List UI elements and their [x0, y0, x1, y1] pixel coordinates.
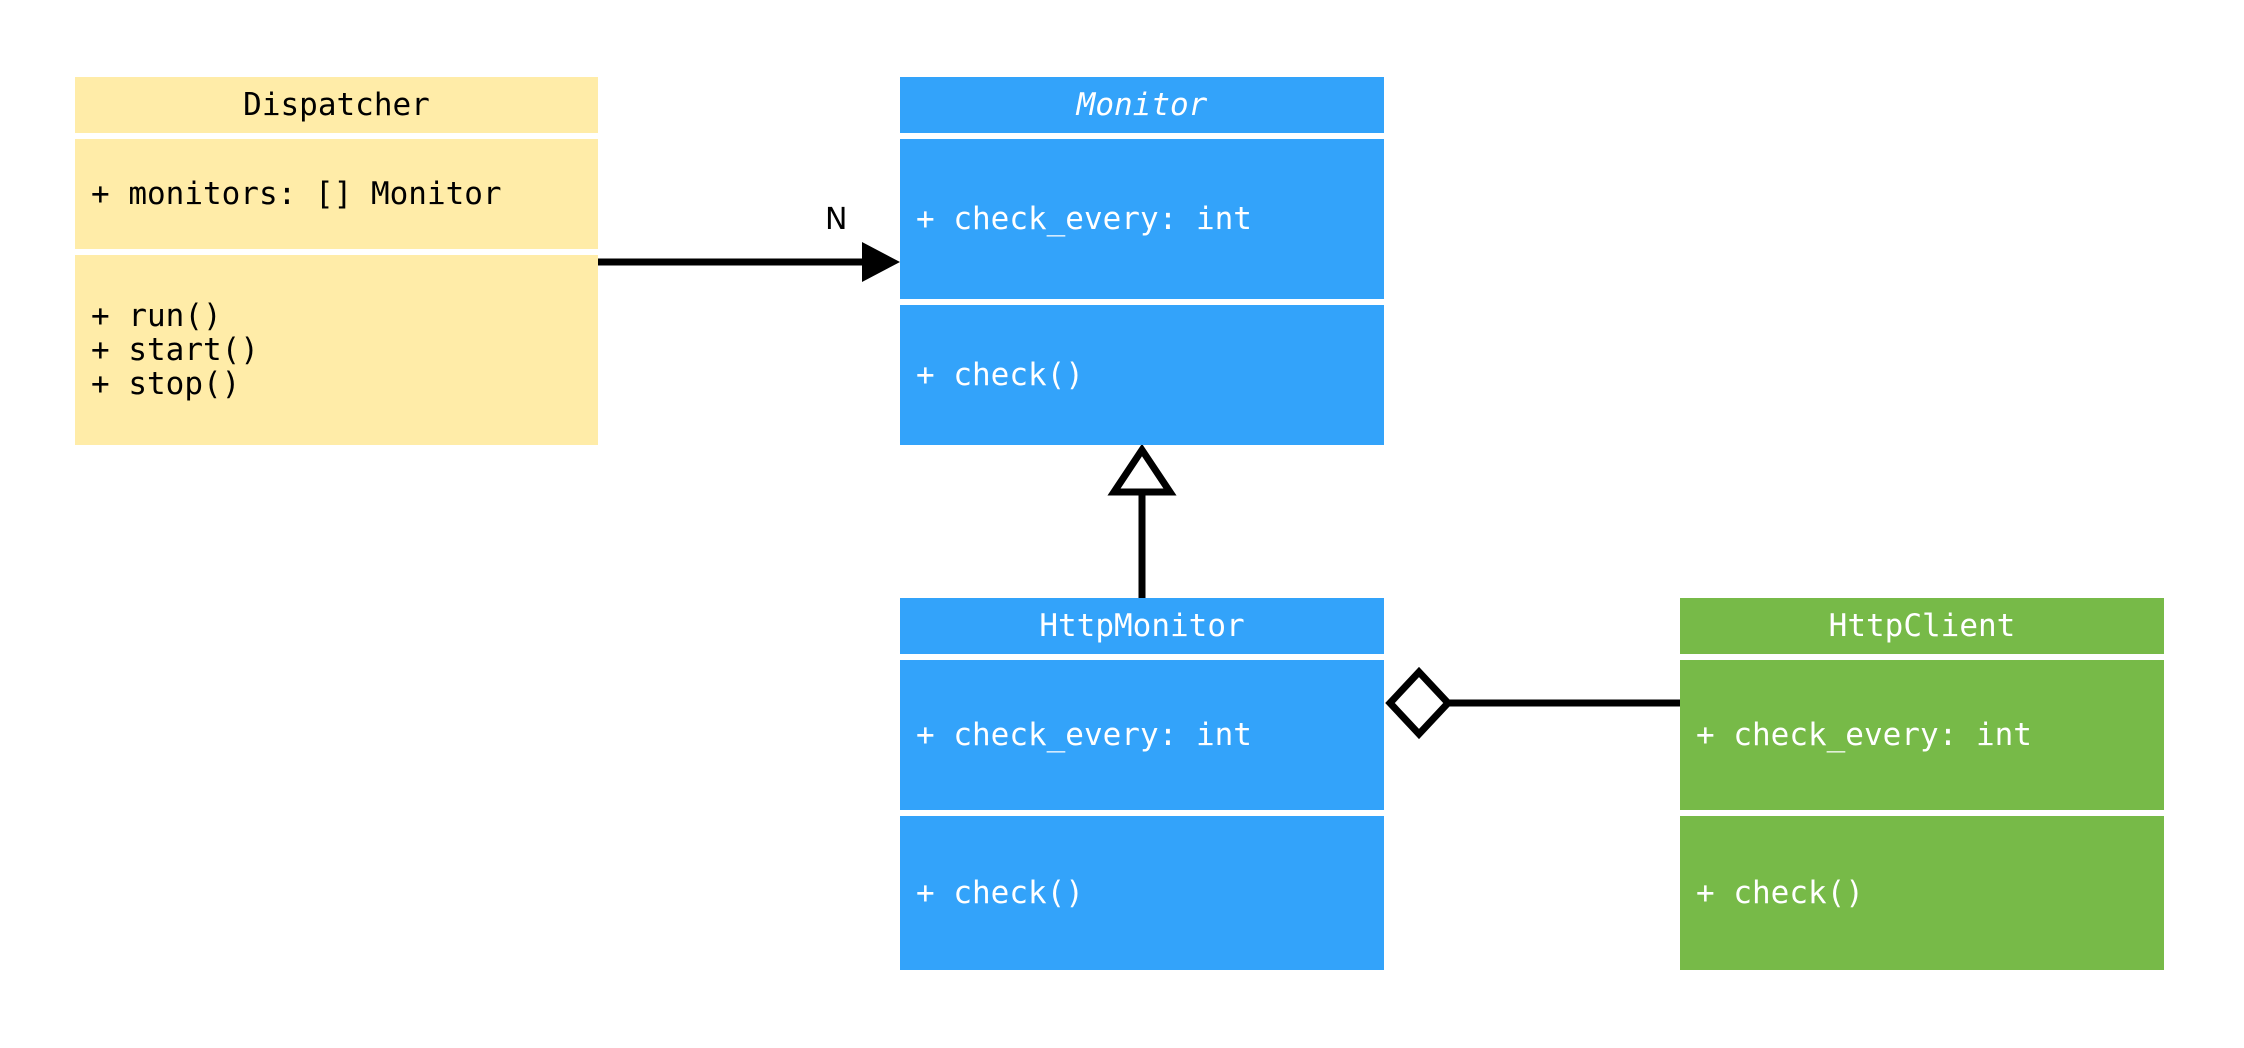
class-header-dispatcher: Dispatcher	[75, 77, 598, 133]
class-methods-httpmonitor: + check()	[900, 816, 1384, 970]
relation-httpmonitor-monitor	[1107, 443, 1177, 598]
method-row: + check()	[1696, 875, 1864, 911]
multiplicity-label-n: N	[825, 202, 848, 237]
attribute-row: + check_every: int	[916, 201, 1252, 237]
compartment-divider	[900, 810, 1384, 816]
method-row: + check()	[916, 357, 1084, 393]
compartment-divider	[75, 249, 598, 255]
class-attributes-dispatcher: + monitors: [] Monitor	[75, 139, 598, 249]
method-row: + check()	[916, 875, 1084, 911]
class-name-monitor: Monitor	[1076, 87, 1208, 123]
class-name-httpclient: HttpClient	[1828, 608, 2016, 644]
compartment-divider	[1680, 654, 2164, 660]
class-methods-dispatcher: + run() + start() + stop()	[75, 255, 598, 445]
class-name-httpmonitor: HttpMonitor	[1039, 608, 1245, 644]
class-attributes-httpmonitor: + check_every: int	[900, 660, 1384, 810]
method-row: + stop()	[91, 366, 241, 402]
method-row: + run()	[91, 298, 222, 334]
class-attributes-monitor: + check_every: int	[900, 139, 1384, 299]
class-methods-monitor: + check()	[900, 305, 1384, 445]
relation-httpmonitor-httpclient	[1385, 666, 1680, 740]
compartment-divider	[1680, 810, 2164, 816]
class-header-httpclient: HttpClient	[1680, 598, 2164, 654]
method-row: + start()	[91, 332, 259, 368]
class-box-dispatcher[interactable]: Dispatcher + monitors: [] Monitor + run(…	[75, 77, 598, 445]
compartment-divider	[900, 299, 1384, 305]
attribute-row: + check_every: int	[916, 717, 1252, 753]
class-box-monitor[interactable]: Monitor + check_every: int + check()	[900, 77, 1384, 445]
compartment-divider	[75, 133, 598, 139]
class-methods-httpclient: + check()	[1680, 816, 2164, 970]
attribute-row: + monitors: [] Monitor	[91, 176, 502, 212]
class-box-httpmonitor[interactable]: HttpMonitor + check_every: int + check()	[900, 598, 1384, 970]
class-name-dispatcher: Dispatcher	[243, 87, 430, 123]
class-header-monitor: Monitor	[900, 77, 1384, 133]
relation-dispatcher-monitor	[598, 242, 900, 282]
class-attributes-httpclient: + check_every: int	[1680, 660, 2164, 810]
compartment-divider	[900, 654, 1384, 660]
class-header-httpmonitor: HttpMonitor	[900, 598, 1384, 654]
class-box-httpclient[interactable]: HttpClient + check_every: int + check()	[1680, 598, 2164, 970]
attribute-row: + check_every: int	[1696, 717, 2032, 753]
compartment-divider	[900, 133, 1384, 139]
